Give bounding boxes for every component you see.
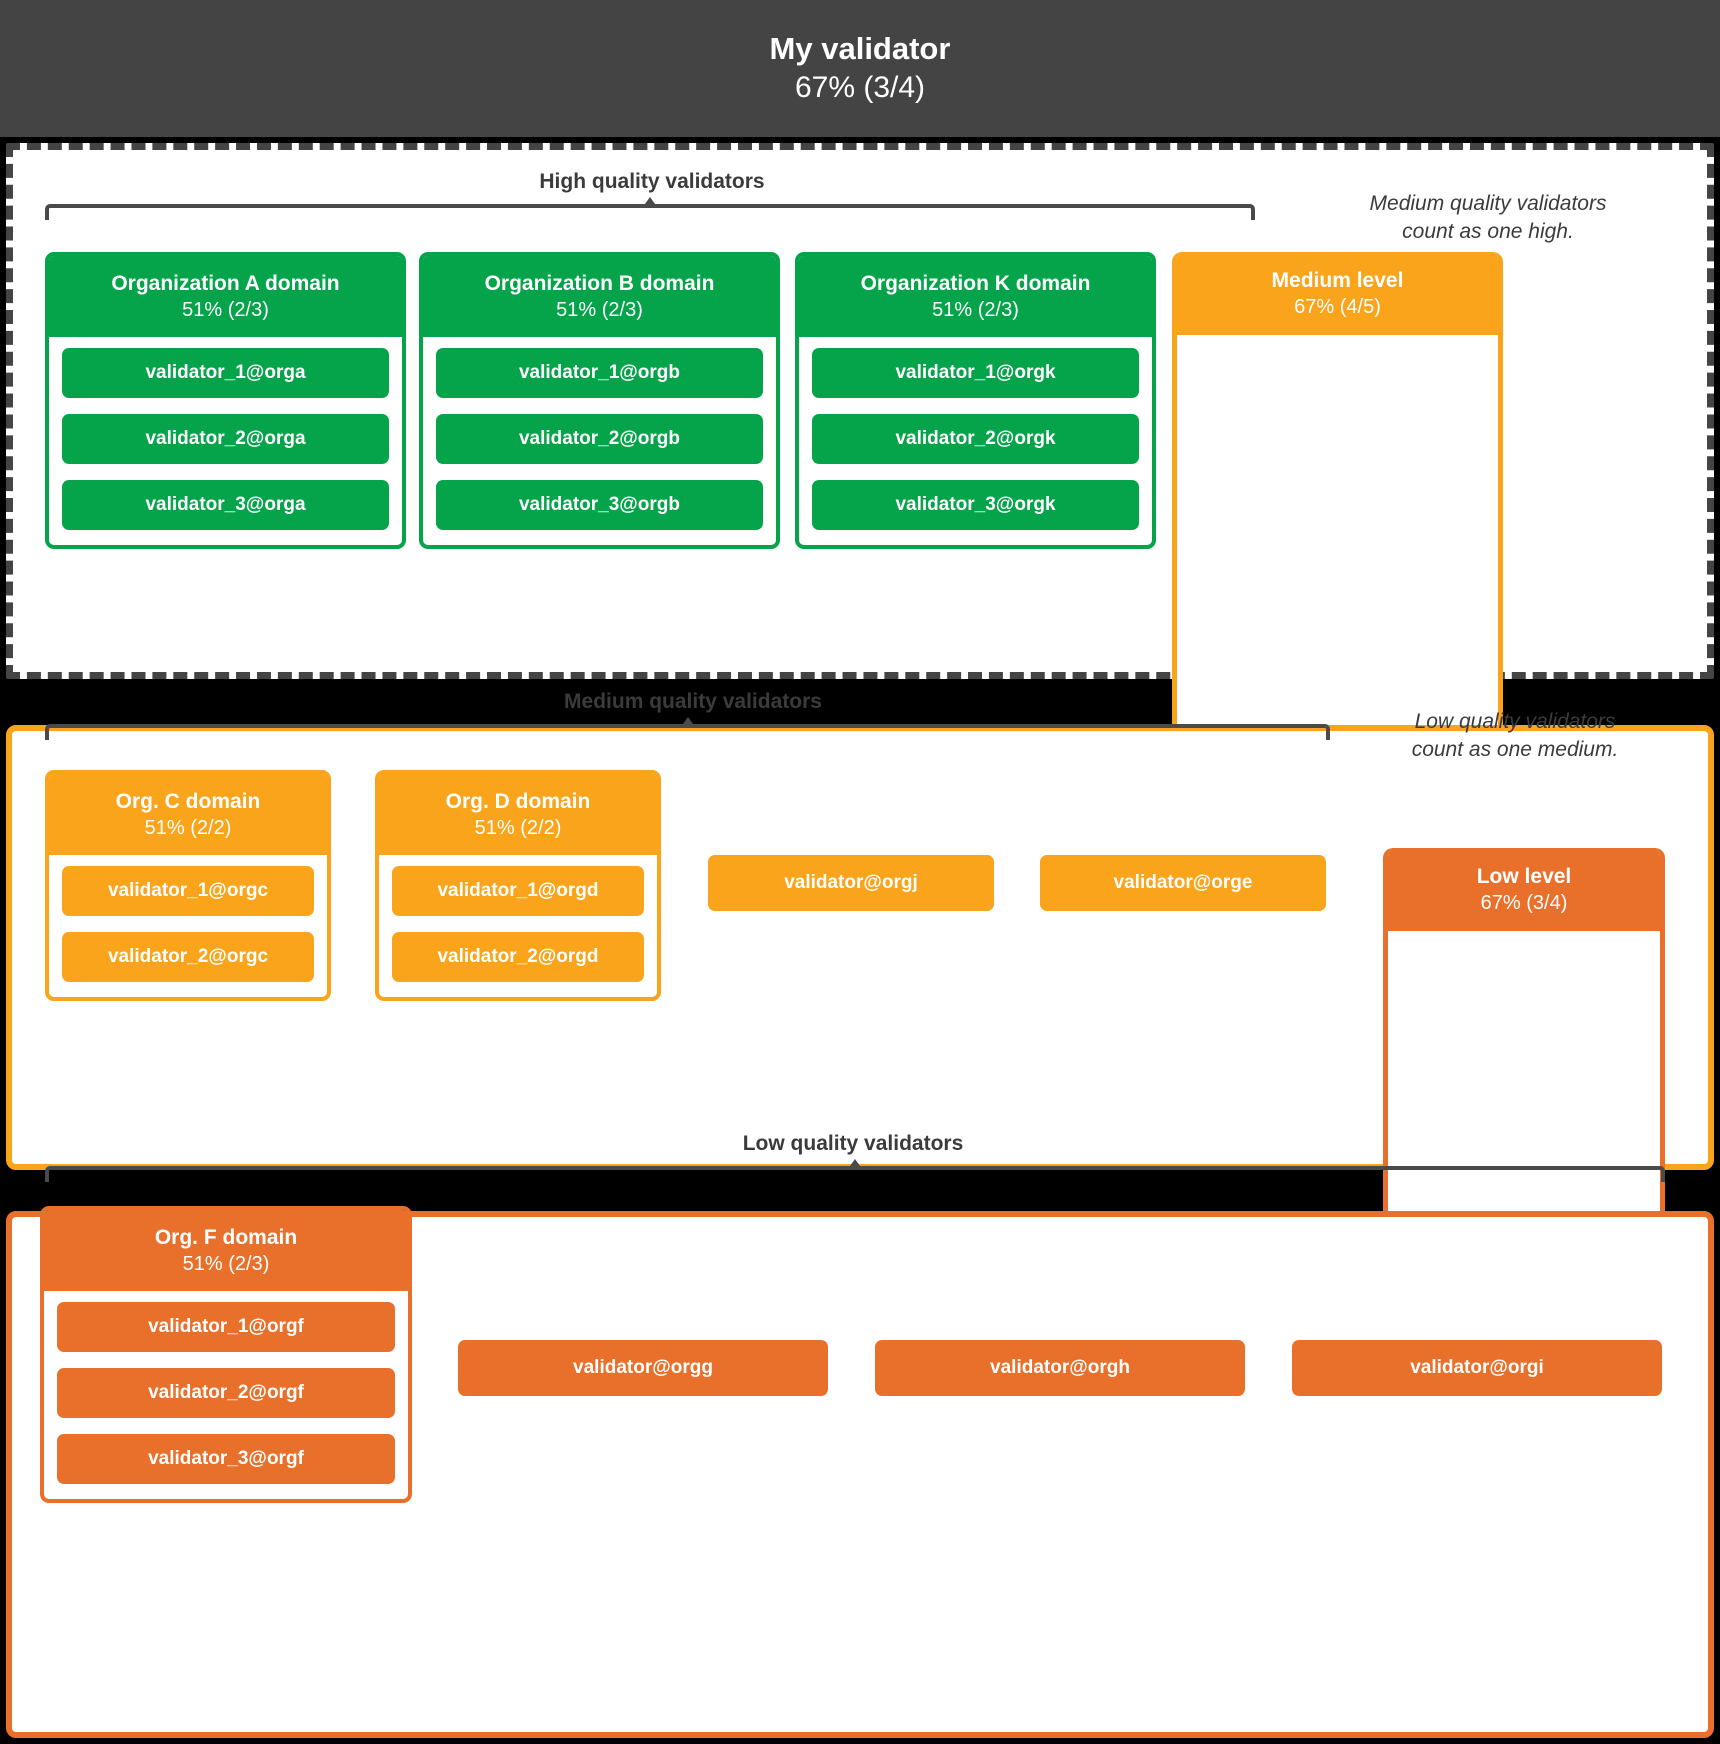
low-level-body xyxy=(1388,931,1660,1202)
low-level-stat: 67% (3/4) xyxy=(1480,892,1568,915)
org-card-header: Org. D domain 51% (2/2) xyxy=(379,774,657,856)
org-card-title: Org. D domain xyxy=(445,790,591,813)
org-card-title: Organization B domain xyxy=(484,272,715,295)
validator-chip[interactable]: validator_2@orgk xyxy=(812,414,1139,465)
page-header: My validator 67% (3/4) xyxy=(0,0,1720,137)
medium-quality-caption: Medium quality validators xyxy=(564,690,822,713)
org-card-body: validator_1@orgk validator_2@orgk valida… xyxy=(803,337,1148,542)
validator-chip[interactable]: validator_1@orgb xyxy=(436,348,763,399)
validator-chip[interactable]: validator_3@orgb xyxy=(436,480,763,531)
validator-chip[interactable]: validator_3@orgk xyxy=(812,480,1139,531)
org-card-body: validator_1@orgd validator_2@orgd xyxy=(383,855,653,994)
medium-level-body xyxy=(1177,335,1498,716)
org-card-stat: 51% (2/3) xyxy=(932,299,1019,322)
validator-chip[interactable]: validator@orgj xyxy=(708,855,994,911)
org-card[interactable]: Organization A domain 51% (2/3) validato… xyxy=(45,252,406,550)
org-card-title: Org. F domain xyxy=(154,1226,298,1249)
validator-chip[interactable]: validator_1@orgk xyxy=(812,348,1139,399)
high-quality-note: Medium quality validators count as one h… xyxy=(1369,192,1607,244)
medium-level-title: Medium level xyxy=(1271,269,1404,292)
org-card[interactable]: Org. F domain 51% (2/3) validator_1@orgf… xyxy=(40,1206,412,1504)
validator-chip[interactable]: validator_2@orgb xyxy=(436,414,763,465)
validator-chip[interactable]: validator_1@orga xyxy=(62,348,389,399)
medium-level-header: Medium level 67% (4/5) xyxy=(1177,252,1498,336)
validator-chip[interactable]: validator_1@orgc xyxy=(62,866,314,917)
org-card-stat: 51% (2/2) xyxy=(144,817,232,840)
validator-chip[interactable]: validator@orge xyxy=(1040,855,1326,911)
org-card[interactable]: Org. C domain 51% (2/2) validator_1@orgc… xyxy=(45,770,331,1002)
org-card-stat: 51% (2/3) xyxy=(556,299,643,322)
medium-level-stat: 67% (4/5) xyxy=(1294,296,1381,319)
org-card-stat: 51% (2/3) xyxy=(182,299,269,322)
validator-chip[interactable]: validator_1@orgd xyxy=(392,866,644,917)
page-title: My validator xyxy=(769,31,951,67)
validator-chip[interactable]: validator_2@orgc xyxy=(62,932,314,983)
org-card-header: Organization A domain 51% (2/3) xyxy=(49,256,402,338)
org-card-title: Organization A domain xyxy=(111,272,340,295)
high-quality-caption: High quality validators xyxy=(539,170,765,193)
org-card[interactable]: Organization B domain 51% (2/3) validato… xyxy=(419,252,780,550)
org-card-header: Organization B domain 51% (2/3) xyxy=(423,256,776,338)
validator-chip[interactable]: validator_1@orgf xyxy=(57,1302,395,1353)
high-quality-brace xyxy=(45,197,1255,220)
low-level-box[interactable]: Low level 67% (3/4) xyxy=(1383,848,1665,1218)
validator-chip[interactable]: validator_2@orgd xyxy=(392,932,644,983)
org-card-stat: 51% (2/3) xyxy=(182,1253,270,1276)
validator-chip[interactable]: validator@orgg xyxy=(458,1340,828,1396)
validator-chip[interactable]: validator@orgh xyxy=(875,1340,1245,1396)
org-card-header: Organization K domain 51% (2/3) xyxy=(799,256,1152,338)
org-card-title: Organization K domain xyxy=(860,272,1091,295)
org-card-body: validator_1@orgb validator_2@orgb valida… xyxy=(427,337,772,542)
low-level-header: Low level 67% (3/4) xyxy=(1388,848,1660,932)
page-title-stat: 67% (3/4) xyxy=(794,71,926,105)
validator-chip[interactable]: validator_3@orgf xyxy=(57,1434,395,1485)
low-quality-brace xyxy=(45,1159,1665,1182)
low-quality-caption: Low quality validators xyxy=(742,1132,964,1155)
org-card-header: Org. C domain 51% (2/2) xyxy=(49,774,327,856)
medium-level-box[interactable]: Medium level 67% (4/5) xyxy=(1172,252,1503,732)
validator-chip[interactable]: validator_2@orgf xyxy=(57,1368,395,1419)
org-card-body: validator_1@orgf validator_2@orgf valida… xyxy=(48,1291,404,1496)
org-card-title: Org. C domain xyxy=(115,790,261,813)
medium-quality-note: Low quality validators count as one medi… xyxy=(1411,710,1619,762)
org-card[interactable]: Organization K domain 51% (2/3) validato… xyxy=(795,252,1156,550)
org-card[interactable]: Org. D domain 51% (2/2) validator_1@orgd… xyxy=(375,770,661,1002)
org-card-body: validator_1@orgc validator_2@orgc xyxy=(53,855,323,994)
org-card-header: Org. F domain 51% (2/3) xyxy=(44,1210,408,1292)
validator-chip[interactable]: validator_3@orga xyxy=(62,480,389,531)
validator-chip[interactable]: validator@orgi xyxy=(1292,1340,1662,1396)
org-card-stat: 51% (2/2) xyxy=(474,817,562,840)
low-level-title: Low level xyxy=(1476,865,1572,888)
medium-quality-brace xyxy=(45,717,1330,740)
org-card-body: validator_1@orga validator_2@orga valida… xyxy=(53,337,398,542)
validator-chip[interactable]: validator_2@orga xyxy=(62,414,389,465)
